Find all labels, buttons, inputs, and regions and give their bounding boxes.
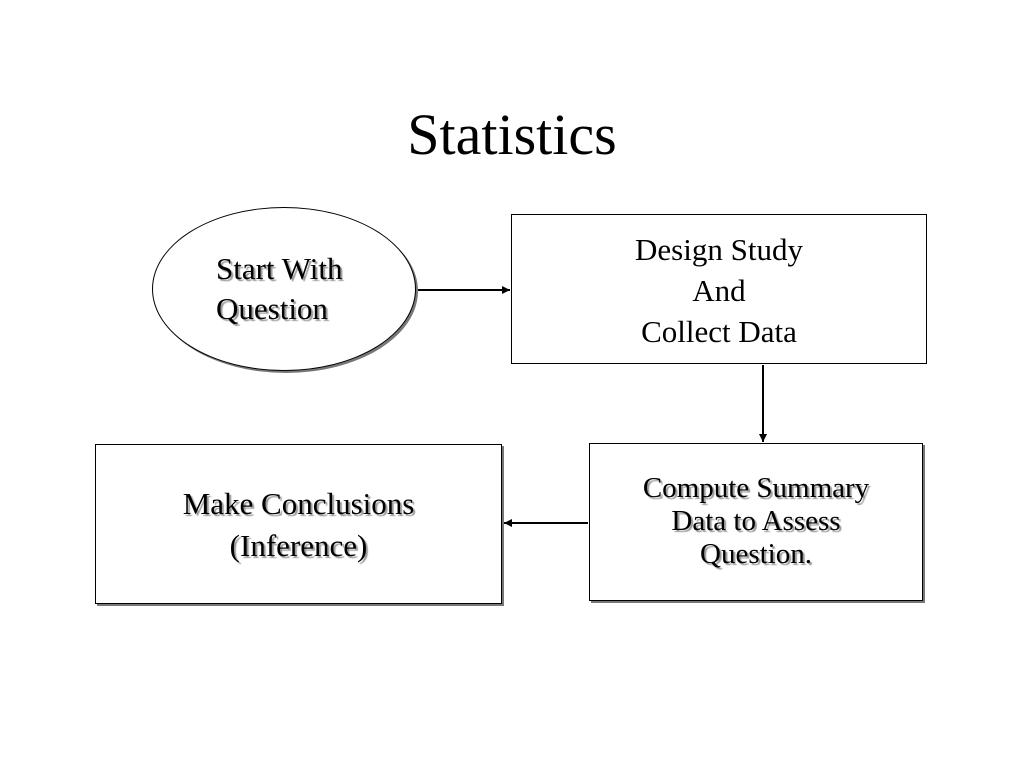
compute-node-line-3: Question. (700, 538, 812, 570)
design-node-line-3: Collect Data (641, 314, 797, 349)
compute-node-line-2: Data to Assess (671, 505, 841, 537)
conclude-node-line-2: (Inference) (229, 528, 368, 563)
conclude-node-line-1: Make Conclusions (182, 486, 415, 521)
start-node-line-1: Start With (216, 251, 343, 286)
design-study-node: Design Study And Collect Data (511, 214, 927, 364)
compute-node-line-1: Compute Summary (642, 472, 870, 504)
start-node-line-2: Question (216, 291, 328, 326)
design-node-line-2: And (692, 273, 746, 308)
make-conclusions-node: Make Conclusions (Inference) (95, 444, 502, 604)
compute-summary-node: Compute Summary Data to Assess Question. (589, 443, 923, 601)
slide-title: Statistics (407, 102, 617, 167)
start-with-question-node: Start With Question (152, 207, 416, 371)
design-node-line-1: Design Study (635, 232, 803, 267)
